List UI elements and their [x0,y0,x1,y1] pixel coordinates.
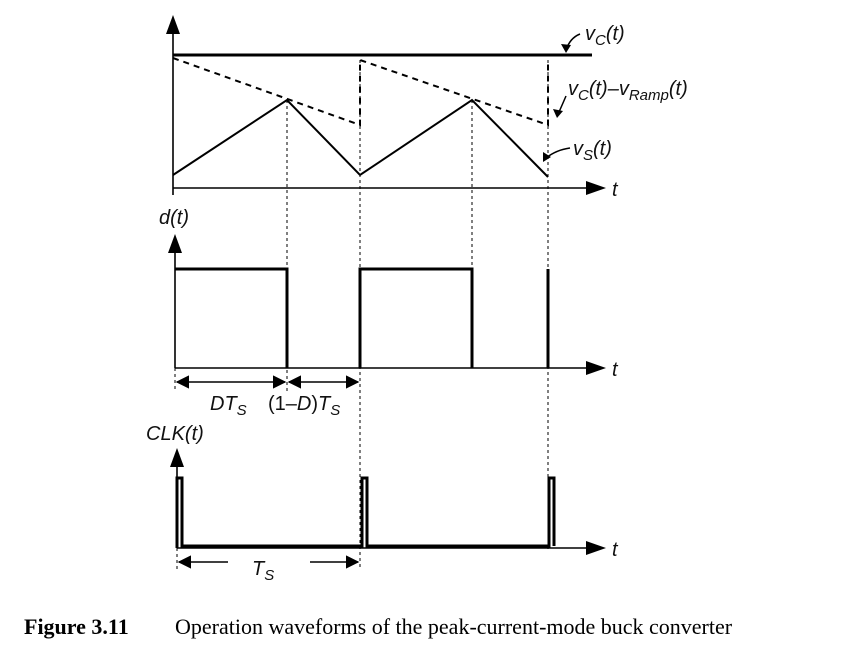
caption-text: Operation waveforms of the peak-current-… [175,614,733,639]
dts-label: DTS [210,393,247,419]
plot-current-sense: vC(t) vC(t)–vRamp(t) vS(t) t [166,15,688,201]
x-arrow-plot1 [586,181,606,195]
ts-label: TS [252,558,274,584]
vc-minus-ramp-label: vC(t)–vRamp(t) [568,78,688,104]
clk-axis-label: CLK(t) [146,423,204,445]
vc-label: vC(t) [585,23,625,49]
t-axis-label-2: t [612,359,619,381]
one-minus-d-label: (1–D)TS [268,393,340,419]
caption-number: Figure 3.11 [24,614,129,639]
plot-clock: CLK(t) t TS [146,423,619,584]
vs-pointer-head [543,152,551,162]
y-arrow-plot1 [166,15,180,34]
vc-pointer-head [561,44,571,53]
plot-duty-cycle: d(t) t DTS (1–D)TS [159,207,619,419]
y-arrow-plot3 [170,448,184,467]
t-axis-label-1: t [612,179,619,201]
figure-caption: Figure 3.11 Operation waveforms of the p… [24,614,733,639]
x-arrow-plot2 [586,361,606,375]
clock-waveform [175,476,556,548]
y-arrow-plot2 [168,234,182,253]
x-arrow-plot3 [586,541,606,555]
vcr-pointer-head [553,109,563,118]
duty-waveform [175,267,550,368]
vs-label: vS(t) [573,138,612,164]
d-axis-label: d(t) [159,207,189,229]
t-axis-label-3: t [612,539,619,561]
